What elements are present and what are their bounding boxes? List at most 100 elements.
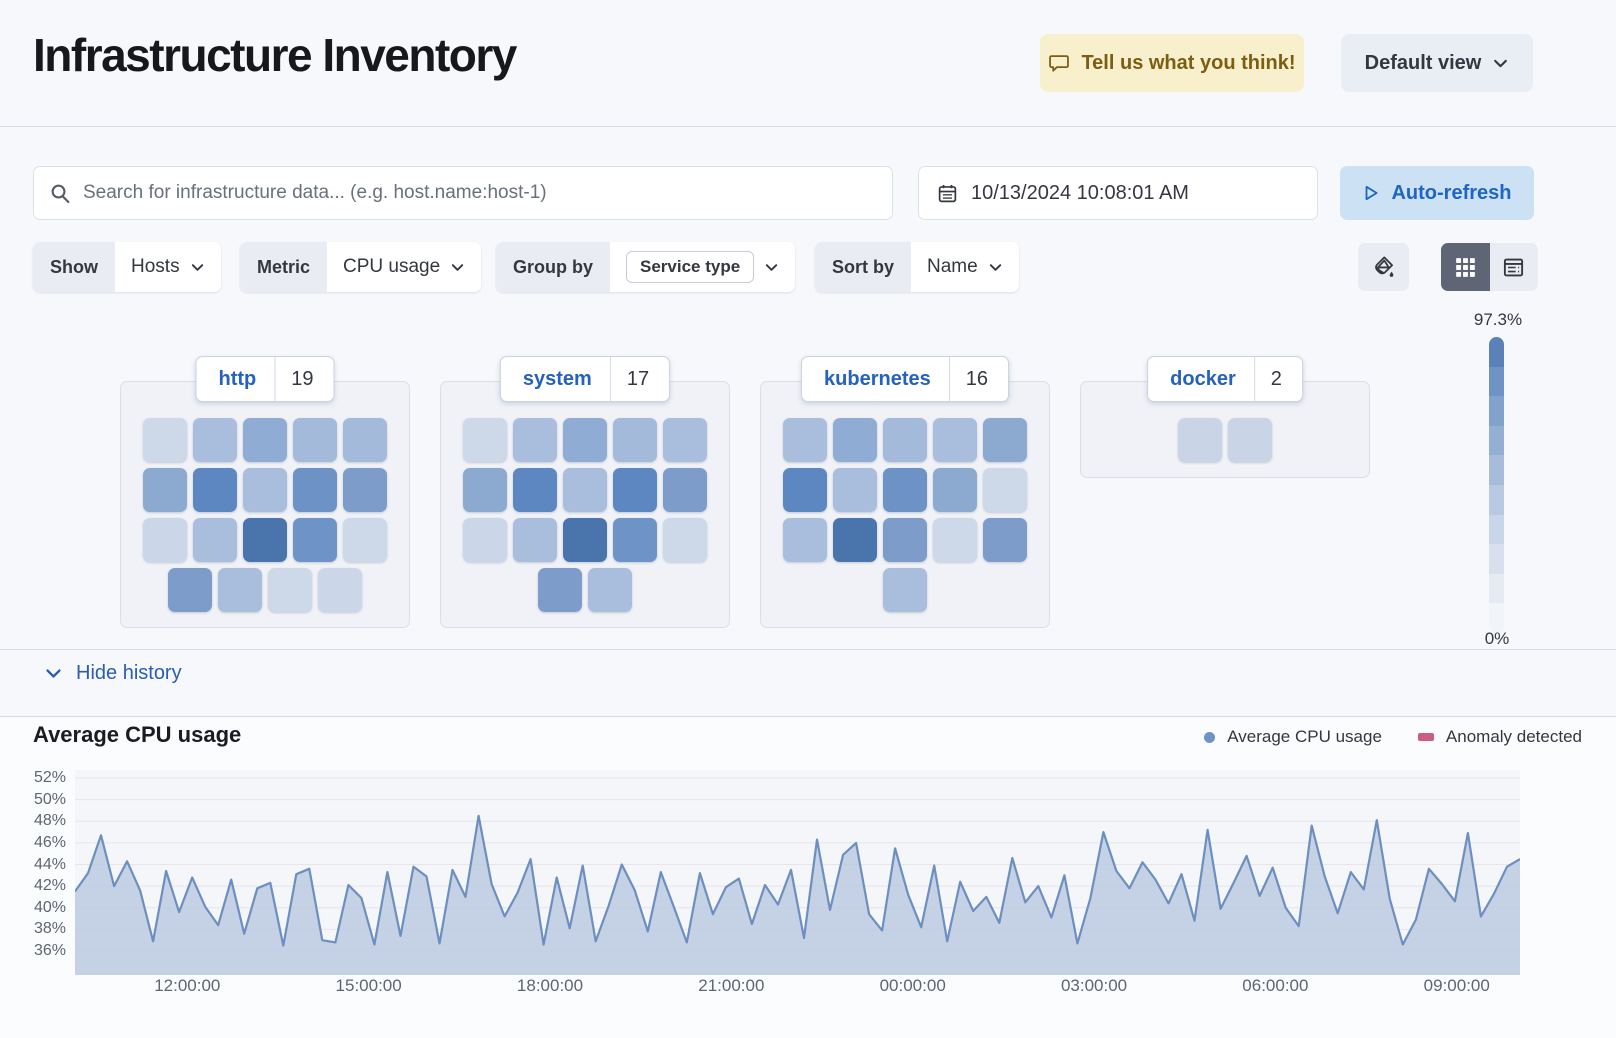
y-axis-tick-label: 40% <box>33 898 66 916</box>
y-axis-tick-label: 48% <box>33 812 66 830</box>
group-by-filter-value[interactable]: Service type <box>626 251 755 283</box>
host-tile[interactable] <box>613 468 657 512</box>
host-tile[interactable] <box>883 568 927 612</box>
host-tile[interactable] <box>293 468 337 512</box>
group-name-link[interactable]: kubernetes <box>824 367 931 390</box>
x-axis-tick-label: 09:00:00 <box>1423 976 1490 995</box>
legend-options-button[interactable] <box>1358 243 1409 291</box>
host-tile[interactable] <box>613 518 657 562</box>
search-box[interactable] <box>33 166 893 220</box>
legend-item-anomaly[interactable]: Anomaly detected <box>1417 727 1582 747</box>
group-count: 16 <box>965 367 988 390</box>
host-tile[interactable] <box>833 518 877 562</box>
auto-refresh-label: Auto-refresh <box>1391 181 1512 204</box>
host-tile[interactable] <box>463 418 507 462</box>
host-tile[interactable] <box>983 418 1027 462</box>
feedback-button[interactable]: Tell us what you think! <box>1040 34 1304 92</box>
table-view-button[interactable] <box>1489 243 1538 291</box>
host-tile[interactable] <box>193 468 237 512</box>
group-by-filter[interactable]: Group by Service type <box>496 242 796 292</box>
legend-label: Average CPU usage <box>1227 727 1382 746</box>
view-selector-label: Default view <box>1364 51 1482 74</box>
host-tile[interactable] <box>343 468 387 512</box>
show-filter[interactable]: Show Hosts <box>33 242 221 292</box>
host-tile[interactable] <box>783 518 827 562</box>
host-tile[interactable] <box>538 568 582 612</box>
host-tile[interactable] <box>983 468 1027 512</box>
grid-view-button[interactable] <box>1441 243 1490 291</box>
scale-min-label: 0% <box>1484 629 1510 648</box>
group-name-link[interactable]: http <box>218 367 257 390</box>
scale-max-label: 97.3% <box>1473 310 1523 329</box>
host-tile[interactable] <box>463 518 507 562</box>
host-tile[interactable] <box>343 418 387 462</box>
host-tile[interactable] <box>343 518 387 562</box>
y-axis-tick-label: 38% <box>33 920 66 938</box>
host-tile[interactable] <box>663 418 707 462</box>
host-tile[interactable] <box>1228 418 1272 462</box>
host-tile[interactable] <box>143 518 187 562</box>
host-tile[interactable] <box>663 468 707 512</box>
auto-refresh-button[interactable]: Auto-refresh <box>1340 166 1534 220</box>
host-tile[interactable] <box>293 518 337 562</box>
host-tile[interactable] <box>563 468 607 512</box>
view-mode-toggle <box>1441 243 1538 291</box>
show-filter-label: Show <box>33 242 115 292</box>
host-tile[interactable] <box>193 518 237 562</box>
host-tile[interactable] <box>833 468 877 512</box>
host-tile[interactable] <box>193 418 237 462</box>
sort-by-filter[interactable]: Sort by Name <box>815 242 1019 292</box>
cpu-usage-area-chart[interactable] <box>74 770 1521 975</box>
host-tile[interactable] <box>243 518 287 562</box>
host-tile[interactable] <box>613 418 657 462</box>
search-input[interactable] <box>83 182 876 204</box>
host-tile[interactable] <box>588 568 632 612</box>
host-tile[interactable] <box>463 468 507 512</box>
view-selector-button[interactable]: Default view <box>1341 34 1533 92</box>
host-tile[interactable] <box>1178 418 1222 462</box>
group-badge: kubernetes 16 <box>801 356 1009 402</box>
host-tile[interactable] <box>933 468 977 512</box>
host-tile[interactable] <box>983 518 1027 562</box>
host-tile[interactable] <box>143 418 187 462</box>
gradient-step <box>1489 396 1504 426</box>
host-tile[interactable] <box>783 468 827 512</box>
metric-filter[interactable]: Metric CPU usage <box>240 242 482 292</box>
host-tile[interactable] <box>883 468 927 512</box>
play-icon <box>1366 185 1379 201</box>
paint-fill-icon <box>1374 256 1393 277</box>
host-tile[interactable] <box>268 568 312 612</box>
host-tile[interactable] <box>293 418 337 462</box>
legend-item-average-cpu[interactable]: Average CPU usage <box>1204 727 1382 747</box>
host-tile[interactable] <box>318 568 362 612</box>
gradient-step <box>1489 573 1504 604</box>
host-tile[interactable] <box>663 518 707 562</box>
host-tile[interactable] <box>513 468 557 512</box>
date-picker[interactable]: 10/13/2024 10:08:01 AM <box>918 166 1318 220</box>
host-tile[interactable] <box>883 518 927 562</box>
group-name-link[interactable]: docker <box>1170 367 1236 390</box>
host-tile[interactable] <box>243 468 287 512</box>
group-name-link[interactable]: system <box>522 367 592 390</box>
divider <box>274 357 276 401</box>
host-tile[interactable] <box>783 418 827 462</box>
host-tile[interactable] <box>563 418 607 462</box>
gradient-step <box>1489 603 1504 633</box>
host-tile[interactable] <box>883 418 927 462</box>
metric-filter-value: CPU usage <box>343 256 441 277</box>
host-tile[interactable] <box>513 418 557 462</box>
host-tile[interactable] <box>833 418 877 462</box>
host-tile[interactable] <box>933 518 977 562</box>
host-tile[interactable] <box>143 468 187 512</box>
hide-history-toggle[interactable]: Hide history <box>44 662 182 685</box>
host-tile[interactable] <box>168 568 212 612</box>
host-tile[interactable] <box>218 568 262 612</box>
host-tile[interactable] <box>563 518 607 562</box>
host-tile[interactable] <box>933 418 977 462</box>
host-tile[interactable] <box>243 418 287 462</box>
host-tile[interactable] <box>513 518 557 562</box>
sort-by-filter-value: Name <box>927 256 978 277</box>
